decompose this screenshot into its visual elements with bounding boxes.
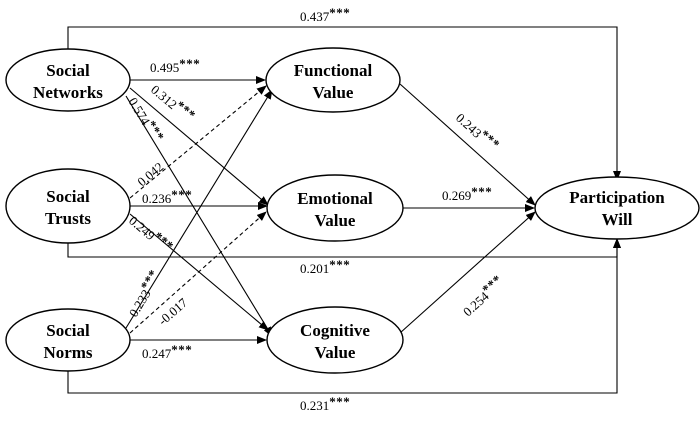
edge-social-networks-to-cognitive-value [125, 95, 273, 337]
node-functional-value-line1: Functional [294, 61, 373, 80]
coef-social-networks-to-functional-value: 0.495*** [150, 56, 200, 75]
node-social-trusts-line2: Trusts [45, 209, 91, 228]
node-emotional-value-line2: Value [315, 211, 356, 230]
coef-emotional-value-to-participation-will: 0.269*** [442, 184, 492, 203]
edge-social-networks-to-emotional-value [129, 87, 269, 206]
coef-social-trusts-to-functional-value: 0.042 [134, 159, 166, 189]
node-social-norms: Social Norms [5, 308, 131, 372]
edge-functional-value-to-participation-will [399, 83, 536, 206]
coef-social-trusts-to-emotional-value: 0.236*** [142, 187, 192, 206]
edge-cognitive-value-to-participation-will [399, 211, 536, 334]
node-functional-value-line2: Value [313, 83, 354, 102]
edge-social-norms-to-functional-value [125, 89, 273, 329]
coef-social-norms-to-emotional-value: -0.017 [155, 295, 191, 329]
node-cognitive-value-line1: Cognitive [300, 321, 370, 340]
edge-social-norms-to-participation-will [67, 238, 621, 394]
coef-cognitive-value-to-participation-will: 0.254*** [457, 271, 507, 319]
coef-functional-value-to-participation-will: 0.243*** [453, 107, 503, 155]
node-emotional-value: Emotional Value [266, 174, 404, 242]
node-participation-will-line2: Will [602, 210, 633, 229]
coef-social-networks-to-participation-will: 0.437*** [300, 5, 350, 24]
node-social-networks-line2: Networks [33, 83, 103, 102]
node-social-trusts-line1: Social [46, 187, 90, 206]
edge-social-trusts-to-participation-will [67, 238, 621, 258]
node-participation-will-line1: Participation [569, 188, 665, 207]
node-functional-value: Functional Value [265, 47, 401, 113]
coef-social-trusts-to-cognitive-value: 0.249*** [126, 210, 177, 257]
coef-social-trusts-to-participation-will: 0.201*** [300, 257, 350, 276]
edge-social-trusts-to-functional-value [129, 85, 267, 199]
node-social-trusts: Social Trusts [5, 168, 131, 244]
node-participation-will: Participation Will [534, 176, 700, 240]
coef-social-norms-to-cognitive-value: 0.247*** [142, 342, 192, 361]
coef-social-norms-to-functional-value: 0.233*** [122, 267, 164, 320]
node-cognitive-value: Cognitive Value [266, 306, 404, 374]
node-social-norms-line2: Norms [43, 343, 92, 362]
edge-social-networks-to-participation-will [67, 26, 621, 181]
node-social-norms-line1: Social [46, 321, 90, 340]
coef-social-norms-to-participation-will: 0.231*** [300, 394, 350, 413]
node-social-networks: Social Networks [5, 48, 131, 112]
node-cognitive-value-line2: Value [315, 343, 356, 362]
edge-social-norms-to-emotional-value [129, 211, 267, 334]
node-social-networks-line1: Social [46, 61, 90, 80]
node-emotional-value-line1: Emotional [297, 189, 373, 208]
